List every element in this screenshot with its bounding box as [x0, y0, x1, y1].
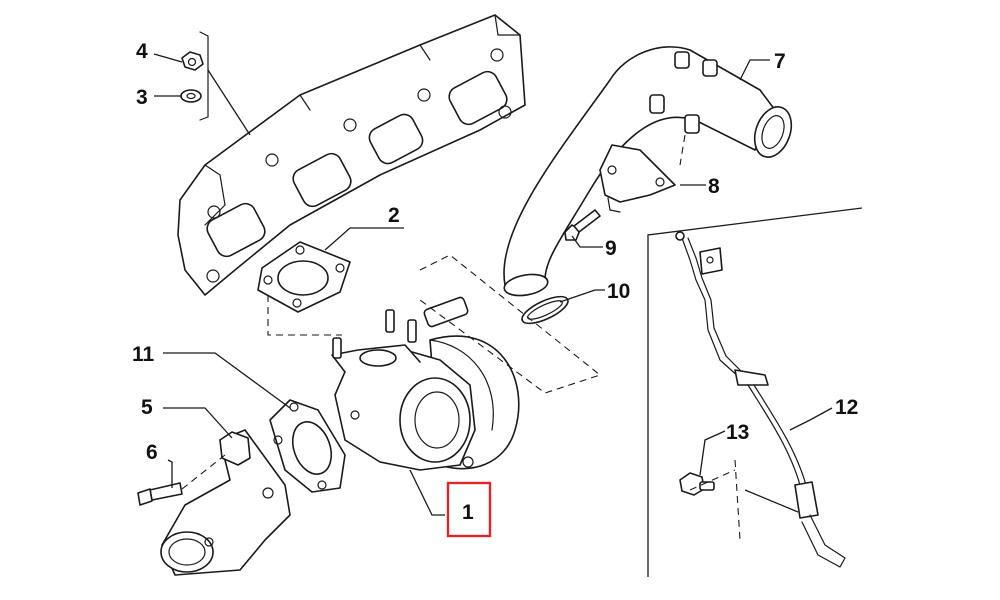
coolant-pipe [503, 46, 793, 297]
o-ring [521, 295, 569, 325]
bracket [599, 144, 676, 213]
oil-pipe-frame [647, 207, 863, 577]
callout-leaders [153, 53, 833, 516]
bolt [564, 209, 601, 241]
elbow-outlet [160, 429, 291, 576]
callout-3: 3 [136, 86, 148, 109]
bolt [137, 482, 183, 506]
washer [180, 89, 202, 103]
callout-6: 6 [146, 441, 158, 464]
callout-9: 9 [605, 237, 617, 260]
callout-8: 8 [708, 175, 720, 198]
manifold-gasket [257, 241, 351, 313]
turbo-gasket [269, 399, 346, 493]
callout-1: 1 [462, 501, 474, 524]
bracket-leader [207, 69, 251, 136]
nut [181, 51, 204, 71]
highlight-box [446, 481, 492, 538]
bolt [679, 472, 715, 496]
callout-4: 4 [136, 40, 148, 63]
callout-10: 10 [607, 280, 630, 303]
group-bracket-3-4 [199, 31, 209, 121]
oil-pipe [675, 231, 846, 568]
callout-5: 5 [141, 396, 153, 419]
bracket-axis [679, 134, 686, 166]
callout-13: 13 [726, 421, 749, 444]
exhaust-manifold [177, 14, 526, 296]
assembly-lines [267, 254, 741, 541]
callout-2: 2 [388, 204, 400, 227]
turbocharger [331, 296, 520, 471]
callout-7: 7 [774, 50, 786, 73]
callout-11: 11 [132, 343, 155, 366]
callout-12: 12 [835, 396, 858, 419]
bolt-6-axis [181, 454, 226, 490]
